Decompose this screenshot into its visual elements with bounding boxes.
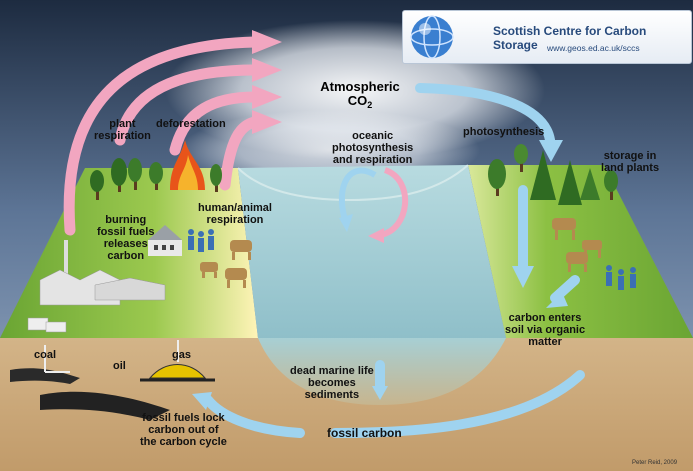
coal-seam-upper [10,368,80,384]
soil-organic-arrow [550,275,580,303]
human-respiration-arrow [219,116,261,191]
artist-credit: Peter Reid, 2009 [632,460,678,466]
fossil-carbon-arrow-a [330,370,585,438]
uptake-arrowheads [192,140,568,410]
cow-icon [200,218,602,288]
logo-globe-icon [410,15,454,59]
fossil-carbon-label: fossil carbon [327,426,402,440]
house-icon [148,225,182,256]
co2-base: CO [347,93,368,108]
oceanic-cycle-arrow-pink [379,167,409,238]
oil-well-icon [44,340,179,373]
photosynthesis-label: photosynthesis [463,126,545,138]
factory-icon [27,240,166,333]
co2-subscript: 2 [367,100,373,110]
gas-label: gas [172,349,191,361]
deforestation-arrow [169,91,261,156]
plant-respiration-arrow [114,64,261,146]
gas-oil-reservoir [148,364,207,379]
oil-label: oil [113,360,126,372]
photosynthesis-arrow [415,83,555,145]
organisation-logo-banner: Scottish Centre for Carbon Storage www.g… [402,10,692,64]
coal-seam [40,391,170,420]
organisation-url[interactable]: www.geos.ed.ac.uk/sccs [547,43,640,53]
organisation-name: Scottish Centre for Carbon Storage [493,24,647,52]
emission-arrows [63,36,261,236]
deforestation-label: deforestation [156,118,226,130]
atmospheric-label: Atmospheric [320,79,400,94]
shoreline [237,164,469,202]
fire-icon [170,140,205,190]
coal-label: coal [34,349,57,361]
burning-fossil-fuel-arrow [63,36,261,236]
fossil-carbon-arrow-b [203,395,305,438]
person-icon [188,229,636,290]
emission-arrowheads [252,30,282,134]
oceanic-cycle-arrow-blue [338,167,377,221]
uptake-arrows [203,83,585,438]
tree-icon [488,144,618,205]
sea-surface [238,165,506,338]
tree-icon [90,158,222,200]
atmospheric-co2-title: Atmospheric CO2 [300,80,420,112]
